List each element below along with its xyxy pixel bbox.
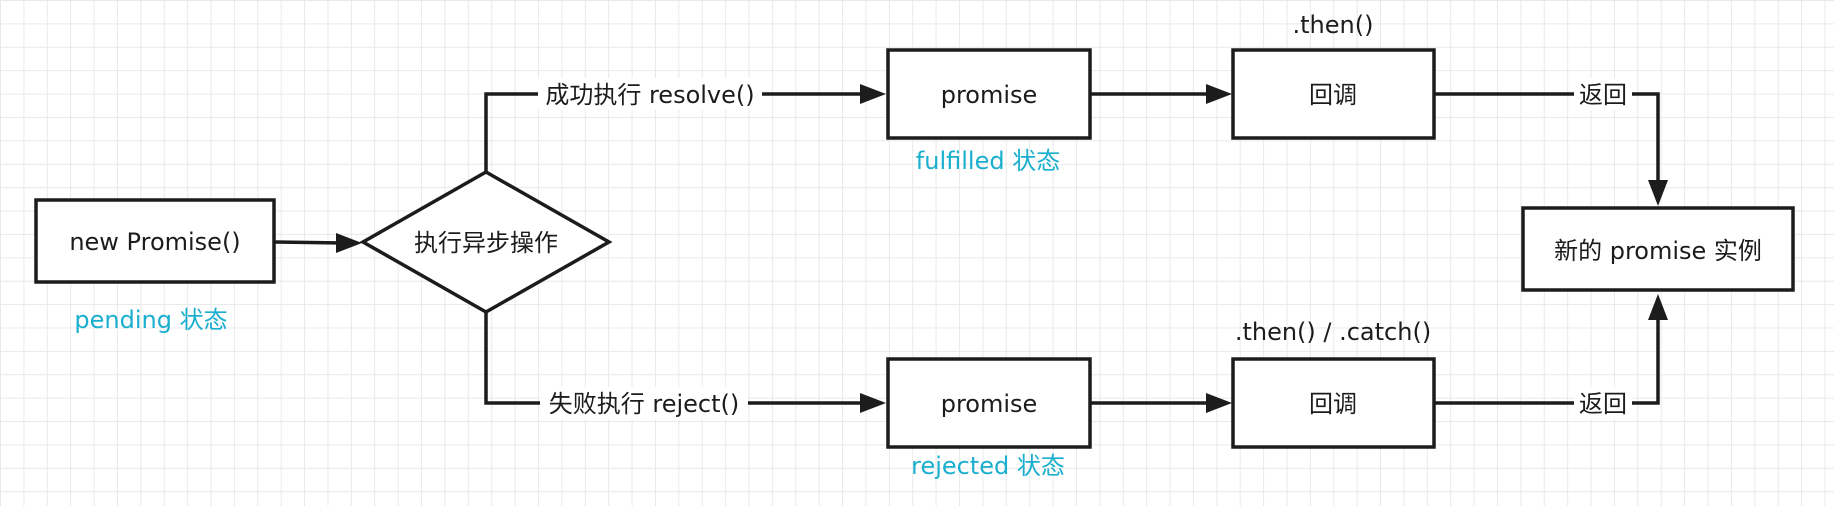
async-operation-label: 执行异步操作: [414, 229, 558, 257]
arrowhead-resolve: [860, 84, 886, 104]
return-bottom-label: 返回: [1579, 390, 1627, 418]
reject-label-bg: [540, 387, 748, 419]
edge-new-to-async: [274, 240, 345, 245]
arrowhead-callback-top: [1206, 84, 1232, 104]
return-top-label: 返回: [1579, 81, 1627, 109]
arrowhead-return-bottom: [1648, 294, 1668, 320]
reject-label: 失败执行 reject(): [549, 390, 740, 418]
resolve-label-bg: [538, 78, 762, 110]
promise-fulfilled-label: promise: [941, 81, 1038, 109]
arrowhead-reject: [860, 393, 886, 413]
edge-return-bottom: [1434, 314, 1660, 405]
callback-top-node: [1231, 48, 1436, 140]
promise-rejected-node: [886, 357, 1092, 449]
new-instance-node: [1521, 206, 1795, 292]
return-top-label-bg: [1574, 78, 1632, 110]
pending-state-label: pending 状态: [74, 306, 227, 334]
resolve-label: 成功执行 resolve(): [545, 81, 754, 109]
new-promise-node: [34, 198, 276, 284]
arrowhead-async: [336, 233, 362, 253]
callback-top-label: 回调: [1309, 81, 1357, 109]
new-promise-label: new Promise(): [69, 228, 240, 256]
async-operation-decision: [359, 169, 613, 315]
arrowhead-return-top: [1648, 180, 1668, 206]
rejected-state-label: rejected 状态: [911, 452, 1065, 480]
then-label: .then(): [1293, 11, 1374, 39]
promise-rejected-label: promise: [941, 390, 1038, 418]
return-bottom-label-bg: [1574, 387, 1632, 419]
then-catch-label: .then() / .catch(): [1235, 318, 1431, 346]
callback-bottom-node: [1231, 357, 1436, 449]
promise-fulfilled-node: [886, 48, 1092, 140]
new-instance-label: 新的 promise 实例: [1554, 237, 1762, 265]
arrowhead-callback-bottom: [1206, 393, 1232, 413]
fulfilled-state-label: fulfilled 状态: [916, 147, 1060, 175]
callback-bottom-label: 回调: [1309, 390, 1357, 418]
edge-return-top: [1434, 92, 1660, 186]
